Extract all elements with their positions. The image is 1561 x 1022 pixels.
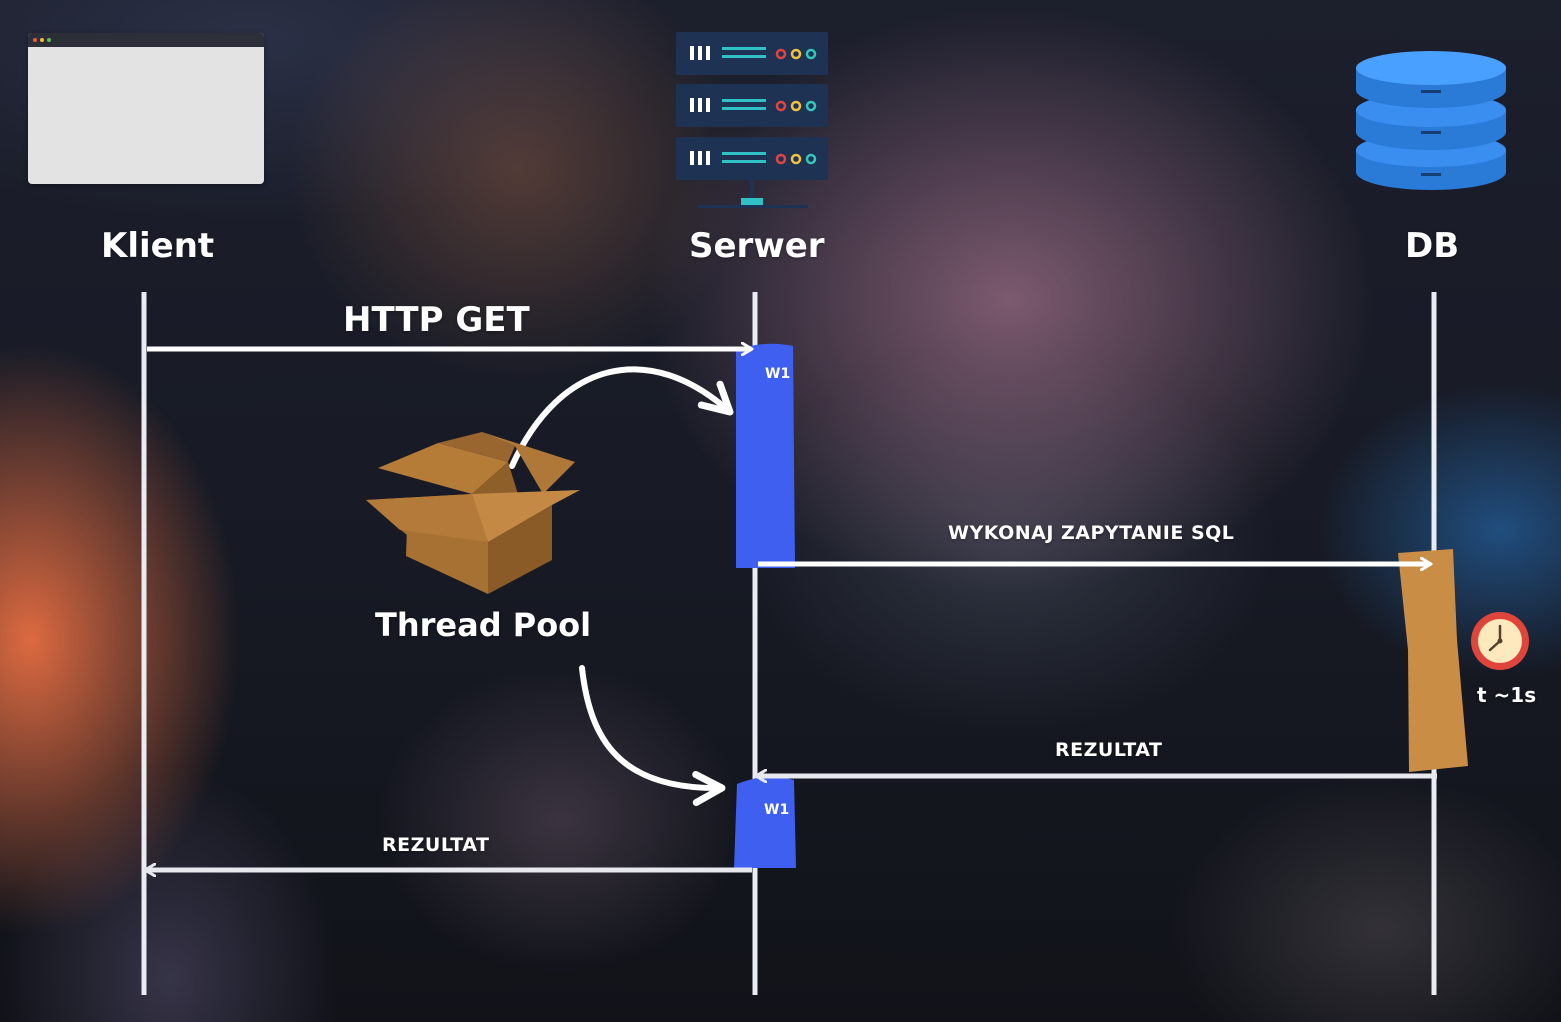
message-label-client-result: REZULTAT [382, 834, 490, 856]
cardboard-box-icon [366, 432, 580, 594]
actor-label-db: DB [1405, 226, 1460, 266]
db-activation-block [1398, 549, 1468, 772]
thread-pool-label: Thread Pool [375, 606, 592, 644]
clock-icon [1471, 612, 1529, 670]
curved-arrow-assign-worker [509, 366, 734, 469]
actor-label-client: Klient [101, 226, 215, 266]
browser-window-icon [28, 33, 264, 184]
wait-time-label: t ~1s [1477, 683, 1537, 707]
worker-activation-bottom [734, 776, 796, 868]
message-label-http-get: HTTP GET [343, 300, 530, 340]
message-label-sql-query: WYKONAJ ZAPYTANIE SQL [948, 522, 1235, 544]
worker-label-bottom: W1 [764, 802, 790, 818]
curved-arrow-resume-worker [579, 665, 726, 806]
actor-label-server: Serwer [689, 226, 825, 266]
worker-label-top: W1 [765, 366, 791, 382]
message-label-db-result: REZULTAT [1055, 739, 1163, 761]
